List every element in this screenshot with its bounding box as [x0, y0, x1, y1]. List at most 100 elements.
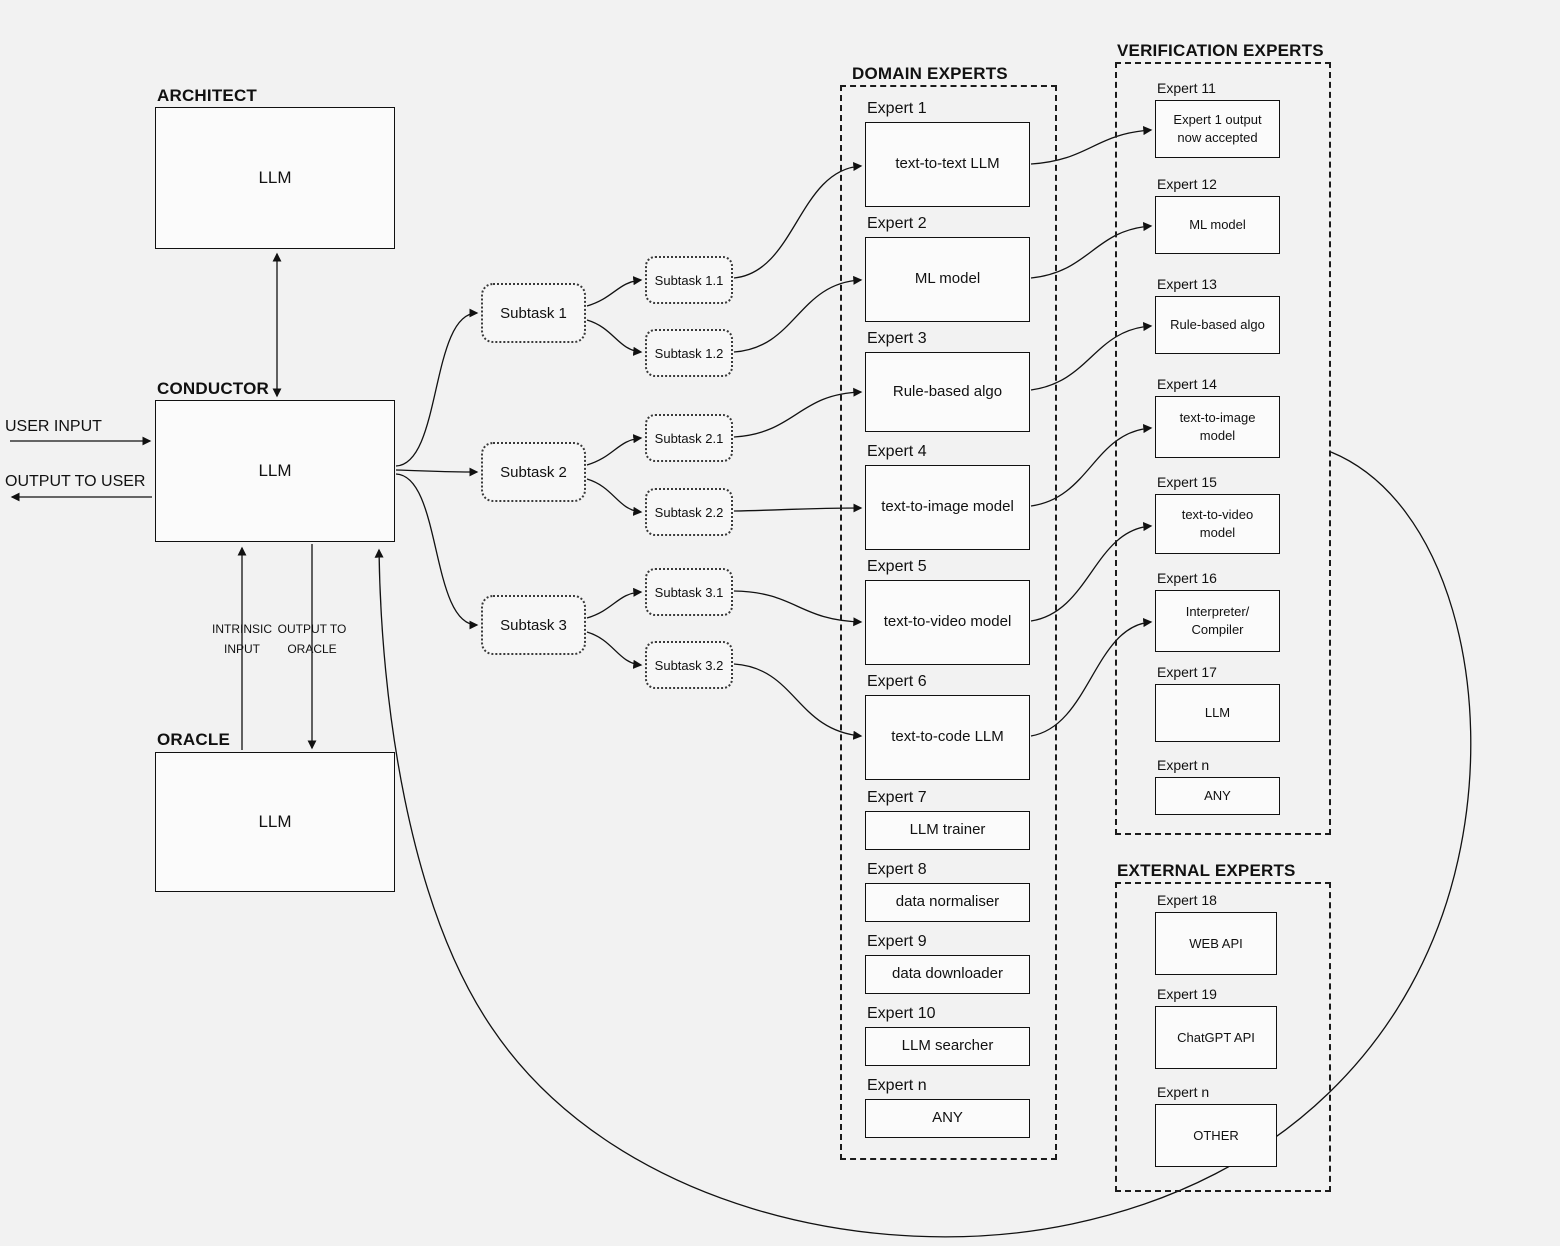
output-to-oracle-label: OUTPUT TO ORACLE [277, 622, 347, 656]
user-input-label: USER INPUT [5, 418, 102, 435]
subtask-3-2: Subtask 3.2 [645, 641, 733, 689]
expert-11-box: Expert 1 output now accepted [1155, 100, 1280, 158]
expert-5-content: text-to-video model [883, 613, 1012, 631]
arrow-subtask3-2 [586, 631, 643, 669]
expert-n-verification-box: ANY [1155, 777, 1280, 815]
expert-14-content: text-to-image model [1179, 410, 1256, 443]
expert-11-content: Expert 1 output now accepted [1173, 112, 1262, 145]
expert-n-domain-label: Expert n [867, 1077, 927, 1094]
expert-19-box: ChatGPT API [1155, 1006, 1277, 1069]
expert-18-label: Expert 18 [1157, 892, 1217, 908]
subtask-3: Subtask 3 [481, 595, 586, 655]
expert-6-content: text-to-code LLM [891, 728, 1004, 746]
expert-12-box: ML model [1155, 196, 1280, 254]
expert-n-external-content: OTHER [1193, 1127, 1239, 1143]
expert-2-box: ML model [865, 237, 1030, 322]
oracle-label: ORACLE [157, 730, 230, 749]
architect-label: ARCHITECT [157, 86, 258, 105]
arrow-subtask2-1 [586, 434, 643, 466]
expert-10-label: Expert 10 [867, 1005, 936, 1022]
expert-11-label: Expert 11 [1157, 80, 1216, 96]
oracle-content: LLM [258, 812, 292, 831]
expert-18-content: WEB API [1189, 935, 1243, 951]
expert-9-box: data downloader [865, 955, 1030, 994]
domain-experts-title: DOMAIN EXPERTS [852, 64, 1008, 83]
verification-experts-group [1115, 62, 1331, 835]
architect-content: LLM [258, 168, 292, 187]
subtask-3-1: Subtask 3.1 [645, 568, 733, 616]
expert-3-box: Rule-based algo [865, 352, 1030, 432]
expert-n-verification-content: ANY [1204, 788, 1231, 804]
conductor-box: LLM [155, 400, 395, 542]
expert-7-box: LLM trainer [865, 811, 1030, 850]
expert-19-content: ChatGPT API [1177, 1029, 1255, 1045]
expert-1-label: Expert 1 [867, 100, 927, 117]
conductor-label: CONDUCTOR [157, 379, 269, 398]
arrow-subtask1-2 [586, 319, 643, 356]
expert-n-external-label: Expert n [1157, 1084, 1210, 1100]
intrinsic-input-label: INTRINSIC INPUT [212, 622, 272, 656]
external-experts-group [1115, 882, 1331, 1192]
expert-8-box: data normaliser [865, 883, 1030, 922]
arrow-conductor-subtask3 [395, 473, 479, 630]
subtask-1-1: Subtask 1.1 [645, 256, 733, 304]
expert-5-label: Expert 5 [867, 558, 927, 575]
expert-9-label: Expert 9 [867, 933, 927, 950]
expert-6-label: Expert 6 [867, 673, 927, 690]
architect-box: LLM [155, 107, 395, 249]
expert-3-content: Rule-based algo [892, 382, 1003, 400]
expert-17-box: LLM [1155, 684, 1280, 742]
expert-1-content: text-to-text LLM [895, 155, 1000, 173]
expert-10-content: LLM searcher [901, 1037, 994, 1055]
expert-19-label: Expert 19 [1157, 986, 1217, 1002]
expert-7-content: LLM trainer [909, 821, 986, 839]
expert-4-label: Expert 4 [867, 443, 927, 460]
expert-16-content: Interpreter/ Compiler [1185, 604, 1250, 637]
expert-13-box: Rule-based algo [1155, 296, 1280, 354]
expert-2-content: ML model [914, 270, 981, 288]
expert-14-label: Expert 14 [1157, 376, 1217, 392]
expert-14-box: text-to-image model [1155, 396, 1280, 458]
expert-8-content: data normaliser [895, 893, 1000, 911]
expert-9-content: data downloader [892, 965, 1003, 983]
oracle-box: LLM [155, 752, 395, 892]
arrow-subtask1-1 [586, 276, 643, 307]
expert-n-verification-label: Expert n [1157, 757, 1210, 773]
expert-17-label: Expert 17 [1157, 664, 1217, 680]
subtask-2-2: Subtask 2.2 [645, 488, 733, 536]
expert-n-external-box: OTHER [1155, 1104, 1277, 1167]
expert-8-label: Expert 8 [867, 861, 927, 878]
arrow-subtask2-2 [586, 478, 643, 516]
expert-13-label: Expert 13 [1157, 276, 1217, 292]
subtask-1-2: Subtask 1.2 [645, 329, 733, 377]
domain-experts-group [840, 85, 1057, 1160]
expert-n-domain-content: ANY [932, 1109, 963, 1127]
expert-16-label: Expert 16 [1157, 570, 1217, 586]
expert-6-box: text-to-code LLM [865, 695, 1030, 780]
subtask-2: Subtask 2 [481, 442, 586, 502]
expert-16-box: Interpreter/ Compiler [1155, 590, 1280, 652]
expert-3-label: Expert 3 [867, 330, 927, 347]
arrow-conductor-subtask1 [395, 308, 479, 467]
expert-13-content: Rule-based algo [1170, 317, 1265, 333]
expert-12-content: ML model [1189, 217, 1246, 233]
conductor-content: LLM [258, 461, 292, 480]
expert-5-box: text-to-video model [865, 580, 1030, 665]
expert-10-box: LLM searcher [865, 1027, 1030, 1066]
external-experts-title: EXTERNAL EXPERTS [1117, 861, 1296, 880]
expert-15-content: text-to-video model [1181, 507, 1254, 540]
subtask-2-1: Subtask 2.1 [645, 414, 733, 462]
expert-7-label: Expert 7 [867, 789, 927, 806]
expert-15-label: Expert 15 [1157, 474, 1217, 490]
verification-experts-title: VERIFICATION EXPERTS [1117, 41, 1324, 60]
expert-1-box: text-to-text LLM [865, 122, 1030, 207]
expert-12-label: Expert 12 [1157, 176, 1217, 192]
expert-15-box: text-to-video model [1155, 494, 1280, 554]
expert-18-box: WEB API [1155, 912, 1277, 975]
arrow-subtask3-1 [586, 587, 643, 619]
output-to-user-label: OUTPUT TO USER [5, 473, 146, 490]
arrow-conductor-subtask2 [395, 467, 479, 477]
expert-4-content: text-to-image model [881, 498, 1014, 516]
expert-n-domain-box: ANY [865, 1099, 1030, 1138]
